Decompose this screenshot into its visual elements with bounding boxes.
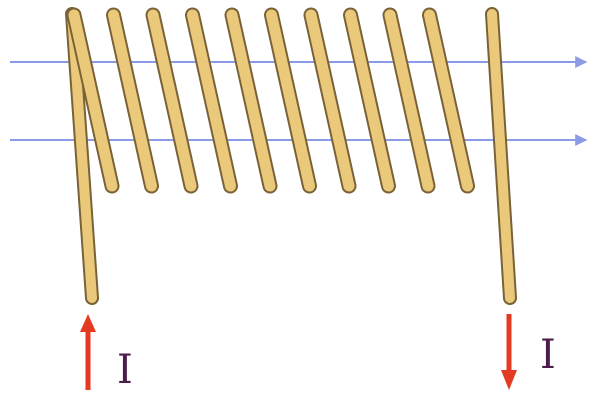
right-lead-wire-fill [487,9,515,303]
coil-turn [305,9,355,192]
coil-turn [147,9,197,192]
coil-turn [226,9,276,192]
coil-turn [345,9,394,192]
coil-turn [384,9,434,192]
left-lead-wire-fill [67,9,97,303]
current-in-arrow [80,314,96,390]
coil-turn [266,9,315,192]
coil-turns [66,7,475,194]
coil-turn [187,9,236,192]
coil-turn [108,9,157,192]
coil-turn [68,9,118,192]
coil-turn [424,9,473,192]
current-label-right: I [540,332,556,378]
current-label-left: I [117,347,133,393]
current-out-arrow [501,314,517,390]
